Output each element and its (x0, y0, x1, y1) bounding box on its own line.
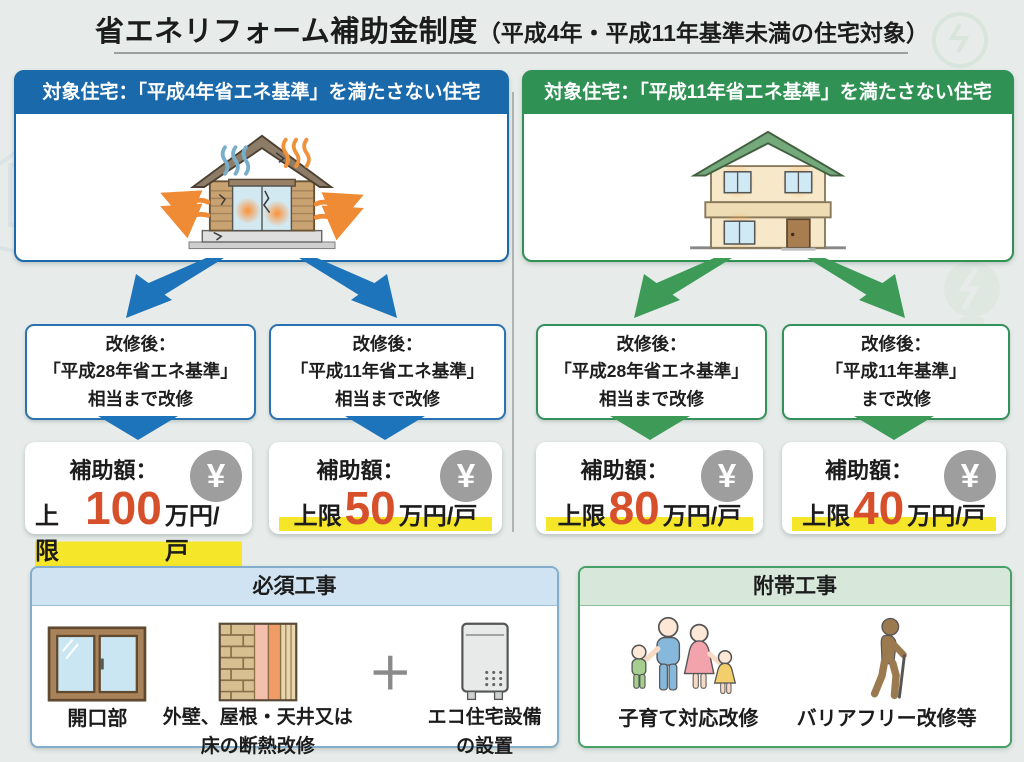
required-item-label: 床の断熱改修 (200, 735, 315, 757)
subsidy-box: ¥ 補助額： 上限 100 万円/戸 (25, 442, 252, 566)
after-line: 「平成28年省エネ基準」 (554, 361, 749, 382)
after-requirement-box: 改修後： 「平成28年省エネ基準」 相当まで改修 (536, 324, 767, 420)
incidental-item-label: 子育て対応改修 (618, 708, 759, 730)
required-item-label: 外壁、屋根・天井又は (162, 707, 353, 728)
limit-label: 上限 (802, 503, 851, 530)
subsidy-label: 補助額： (580, 458, 669, 483)
amount-unit: 万円/戸 (398, 503, 478, 530)
required-item-label: エコ住宅設備 (427, 707, 542, 728)
required-item-opening: 開口部 (47, 616, 147, 732)
required-item-label: 開口部 (67, 708, 128, 730)
two-story-house-icon (690, 130, 846, 251)
limit-label: 上限 (293, 503, 342, 530)
required-item-eco-equipment: エコ住宅設備 の設置 (428, 616, 542, 759)
after-line: 相当まで改修 (335, 388, 440, 409)
subsidy-amount: 上限 40 万円/戸 (792, 485, 996, 531)
amount-value: 80 (608, 482, 660, 534)
connector-triangle (98, 416, 178, 440)
page-title: 省エネリフォーム補助金制度（平成4年・平成11年基準未満の住宅対象） (0, 8, 1024, 50)
amount-value: 50 (344, 482, 396, 534)
wall-insulation-icon (218, 622, 298, 702)
incidental-item-childcare: 子育て対応改修 (613, 616, 763, 732)
subsidy-box: ¥ 補助額： 上限 50 万円/戸 (269, 442, 502, 534)
old-drafty-house-icon (159, 134, 364, 250)
title-main: 省エネリフォーム補助金制度 (95, 16, 478, 48)
water-heater-icon (460, 622, 509, 701)
after-line: 「平成11年基準」 (825, 361, 967, 382)
connector-triangle (854, 416, 934, 440)
yen-coin-icon: ¥ (944, 450, 996, 502)
family-icon (631, 616, 737, 694)
yen-coin-icon: ¥ (701, 450, 753, 502)
after-line: 改修後： (352, 334, 423, 355)
yen-coin-icon: ¥ (440, 450, 492, 502)
incidental-item-label: バリアフリー改修等 (796, 708, 977, 730)
required-item-label: の設置 (456, 735, 514, 757)
amount-unit: 万円/戸 (907, 503, 986, 530)
subsidy-box: ¥ 補助額： 上限 80 万円/戸 (536, 442, 763, 534)
elderly-cane-icon (870, 617, 907, 700)
amount-unit: 万円/戸 (164, 503, 220, 565)
after-line: 相当まで改修 (88, 388, 193, 409)
after-line: 「平成28年省エネ基準」 (43, 361, 238, 382)
required-work-header: 必須工事 (32, 568, 557, 606)
limit-label: 上限 (35, 503, 59, 565)
title-underline (114, 52, 908, 54)
subsidy-label: 補助額： (69, 458, 158, 483)
after-requirement-box: 改修後： 「平成28年省エネ基準」 相当まで改修 (25, 324, 256, 420)
after-requirement-box: 改修後： 「平成11年基準」 まで改修 (782, 324, 1010, 420)
after-line: まで改修 (861, 388, 931, 409)
left-target-house-box: 対象住宅：「平成4年省エネ基準」を満たさない住宅 (14, 70, 509, 262)
required-work-box: 必須工事 開口部 (30, 566, 559, 757)
subsidy-box: ¥ 補助額： 上限 40 万円/戸 (782, 442, 1006, 534)
window-icon (48, 626, 147, 702)
amount-value: 100 (85, 482, 162, 534)
required-item-insulation: 外壁、屋根・天井又は 床の断熱改修 (163, 616, 353, 759)
after-line: 改修後： (861, 334, 931, 355)
after-line: 改修後： (105, 334, 176, 355)
yen-coin-icon: ¥ (190, 450, 242, 502)
left-branch-arrows (126, 258, 397, 318)
panel-divider (512, 92, 514, 532)
incidental-work-box: 附帯工事 (578, 566, 1012, 748)
after-line: 「平成11年省エネ基準」 (290, 361, 485, 382)
right-branch-arrows (634, 258, 905, 318)
after-line: 相当まで改修 (599, 388, 704, 409)
subsidy-label: 補助額： (316, 458, 405, 483)
after-line: 改修後： (616, 334, 687, 355)
incidental-item-barrier-free: バリアフリー改修等 (797, 616, 977, 732)
right-target-house-header: 対象住宅：「平成11年省エネ基準」を満たさない住宅 (524, 72, 1012, 114)
right-target-house-box: 対象住宅：「平成11年省エネ基準」を満たさない住宅 (522, 70, 1014, 262)
amount-unit: 万円/戸 (662, 503, 742, 530)
incidental-work-header: 附帯工事 (580, 568, 1010, 606)
plus-sign: ＋ (368, 650, 413, 699)
amount-value: 40 (853, 482, 905, 534)
connector-triangle (345, 416, 425, 440)
left-target-house-header: 対象住宅：「平成4年省エネ基準」を満たさない住宅 (16, 72, 507, 114)
subsidy-label: 補助額： (824, 458, 913, 483)
limit-label: 上限 (557, 503, 606, 530)
connector-triangle (610, 416, 690, 440)
after-requirement-box: 改修後： 「平成11年省エネ基準」 相当まで改修 (269, 324, 506, 420)
title-subtitle: （平成4年・平成11年基準未満の住宅対象） (477, 20, 929, 46)
